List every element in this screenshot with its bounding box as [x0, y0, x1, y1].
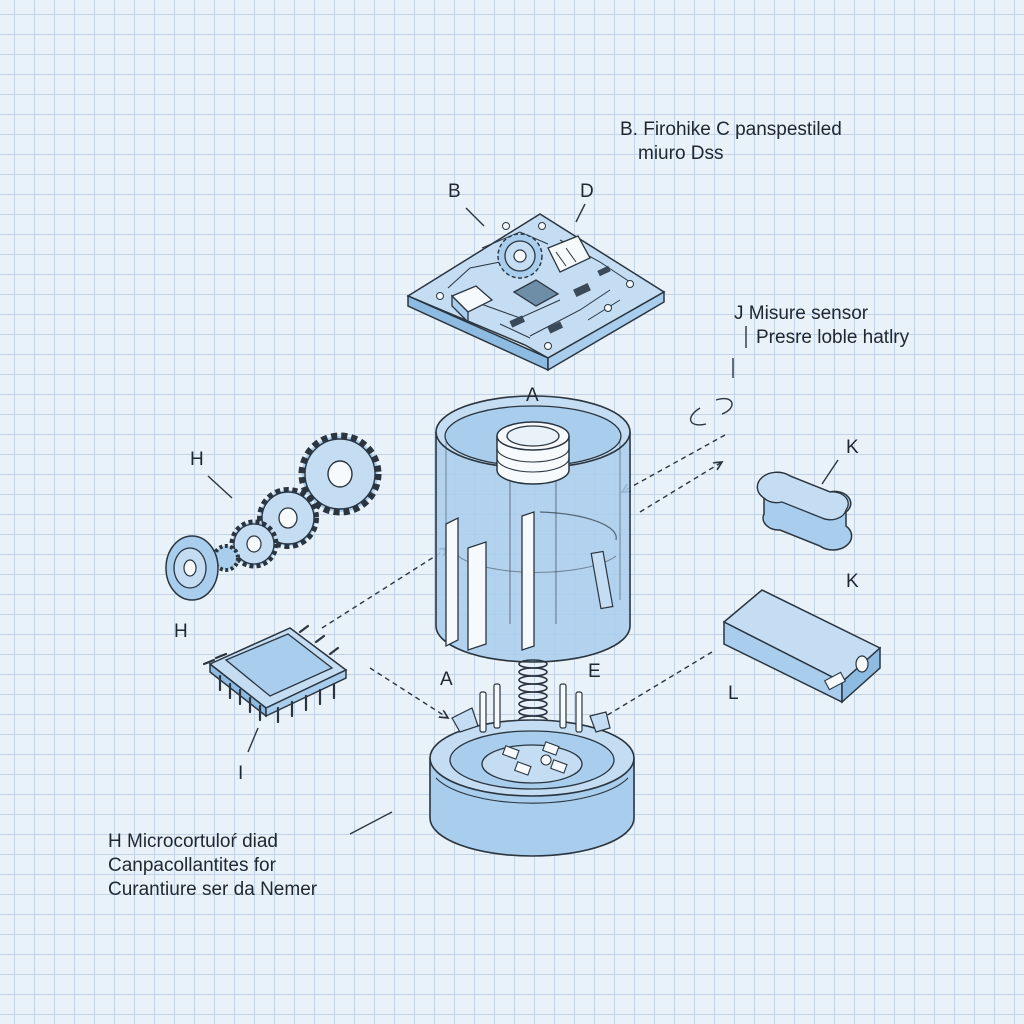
dashed-line-battery-to-base [595, 651, 713, 723]
pcb-board [406, 213, 666, 372]
label-d-pcb: D [580, 181, 594, 202]
gear-small [229, 519, 279, 569]
note-sensor-line-2: Presre loble hatlry [756, 327, 910, 348]
gear-large [298, 432, 382, 516]
pill-component [756, 471, 853, 551]
cylinder-housing [435, 395, 631, 663]
gear-disc [165, 535, 219, 601]
pcb-port [450, 285, 494, 324]
dashed-line-chip-to-base [369, 667, 448, 718]
label-h-gears: H [190, 449, 204, 470]
label-a-housing: A [526, 385, 539, 406]
dashed-line-sensor-to-housing [622, 434, 726, 492]
note-top-right-line-2: miuro Dss [638, 143, 724, 164]
note-top-right-line-1: B. Firohike C panspestiled [620, 119, 842, 140]
dashed-line-gear-to-housing [321, 548, 448, 629]
pcb-gear [497, 233, 543, 279]
battery [722, 589, 882, 704]
label-k-pill: K [846, 437, 859, 458]
base-housing [429, 683, 635, 857]
gear-assembly [165, 432, 382, 601]
label-i-chip: I [238, 763, 244, 784]
note-bottom-left-line-2: Canpacollantites for [108, 855, 276, 876]
note-bottom-left-line-1: H Microcortuloŕ diad [108, 831, 278, 852]
label-h-chip: H [174, 621, 188, 642]
note-sensor-line-1: J Misure sensor [734, 303, 869, 324]
note-bottom-left-line-3: Curantiure ser da Nemer [108, 879, 318, 900]
label-l-battery: L [728, 683, 739, 704]
pcb-connector [547, 235, 591, 273]
housing-bushing [496, 421, 570, 485]
leader-lines [207, 203, 839, 835]
label-b-pcb: B [448, 181, 461, 202]
label-k-battery: K [846, 571, 859, 592]
label-a-base: A [440, 669, 453, 690]
base-pins [479, 683, 583, 733]
note-sensor: J Misure sensor Presre loble hatlry [734, 302, 909, 350]
gear-tiny [212, 544, 240, 572]
label-e-base: E [588, 661, 601, 682]
gear-medium [257, 487, 319, 549]
note-top-right: B. Firohike C panspestiled miuro Dss [620, 118, 842, 166]
dashed-line-housing-to-pill [639, 462, 722, 513]
note-bottom-left: H Microcortuloŕ diad Canpacollantites fo… [108, 830, 317, 902]
spring [518, 659, 548, 725]
assembly-lines [321, 434, 726, 723]
microcontroller-chip [202, 624, 348, 724]
pcb-chip [512, 279, 560, 307]
